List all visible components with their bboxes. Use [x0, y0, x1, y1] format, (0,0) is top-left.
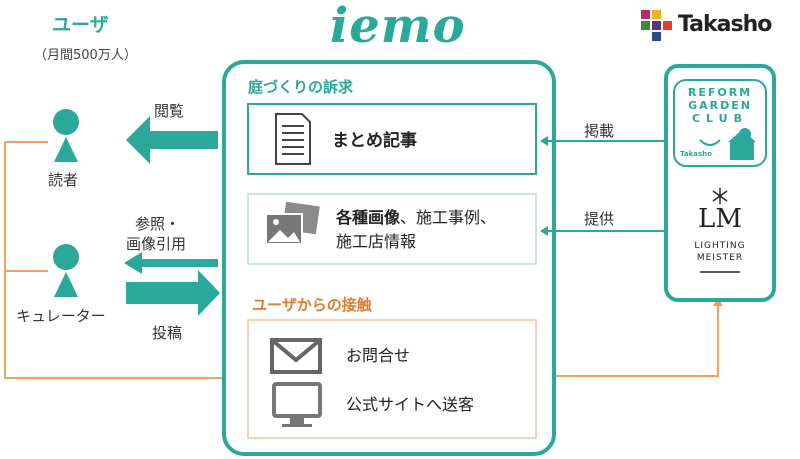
- summary-article-label: まとめ記事: [332, 131, 417, 151]
- reform-line-1: REFORM: [687, 86, 753, 99]
- reform-line-2: GARDEN: [688, 99, 752, 112]
- referral-line: [538, 305, 719, 377]
- images-line-1: 各種画像、施工事例、: [336, 206, 496, 230]
- reform-garden-club-text: REFORM GARDEN CLUB: [676, 86, 764, 125]
- view-arrow: [126, 116, 218, 164]
- section-appeal-title: 庭づくりの訴求: [248, 78, 354, 96]
- lm-mark-text: LM: [698, 204, 742, 234]
- curator-label: キュレーター: [16, 307, 106, 325]
- reform-garden-club-logo: [673, 79, 767, 167]
- reader-person-icon: [53, 109, 79, 162]
- reference-label-1: 参照・: [135, 215, 181, 233]
- publish-label: 掲載: [584, 122, 615, 140]
- curator-person-icon: [53, 244, 79, 297]
- users-subtitle: （月間500万人）: [34, 48, 137, 63]
- reader-label: 読者: [48, 171, 79, 189]
- section-contact-title: ユーザからの接触: [252, 296, 372, 314]
- lighting-meister-text: LIGHTING MEISTER: [680, 240, 760, 264]
- images-icon: [265, 201, 320, 245]
- provide-arrowhead: [540, 226, 548, 236]
- user-contact-line: [4, 142, 240, 379]
- inquiry-label: お問合せ: [346, 346, 411, 365]
- lighting-meister-logo: [700, 188, 740, 273]
- reform-line-3: CLUB: [691, 112, 748, 125]
- mail-icon: [270, 338, 322, 374]
- images-line-2: 施工店情報: [336, 232, 417, 251]
- reference-label-2: 画像引用: [126, 235, 187, 253]
- provide-label: 提供: [584, 210, 615, 228]
- images-rest-label: 、施工事例、: [400, 208, 497, 227]
- publish-arrowhead: [540, 136, 548, 146]
- reference-arrow: [124, 252, 218, 274]
- view-label: 閲覧: [154, 102, 185, 120]
- reform-brand-text: Takasho: [680, 150, 712, 158]
- images-bold-label: 各種画像: [336, 208, 401, 227]
- document-icon: [275, 113, 311, 165]
- monitor-icon: [272, 382, 322, 427]
- iemo-logo: iemo: [330, 0, 466, 54]
- site-referral-label: 公式サイトへ送客: [346, 395, 475, 414]
- users-title: ユーザ: [52, 14, 109, 36]
- takasho-mark-icon: [641, 10, 672, 41]
- lm-line-2: MEISTER: [696, 253, 744, 263]
- post-label: 投稿: [152, 324, 183, 342]
- takasho-logo-text: Takasho: [678, 12, 772, 37]
- post-arrow: [126, 270, 220, 316]
- lm-line-1: LIGHTING: [694, 241, 746, 251]
